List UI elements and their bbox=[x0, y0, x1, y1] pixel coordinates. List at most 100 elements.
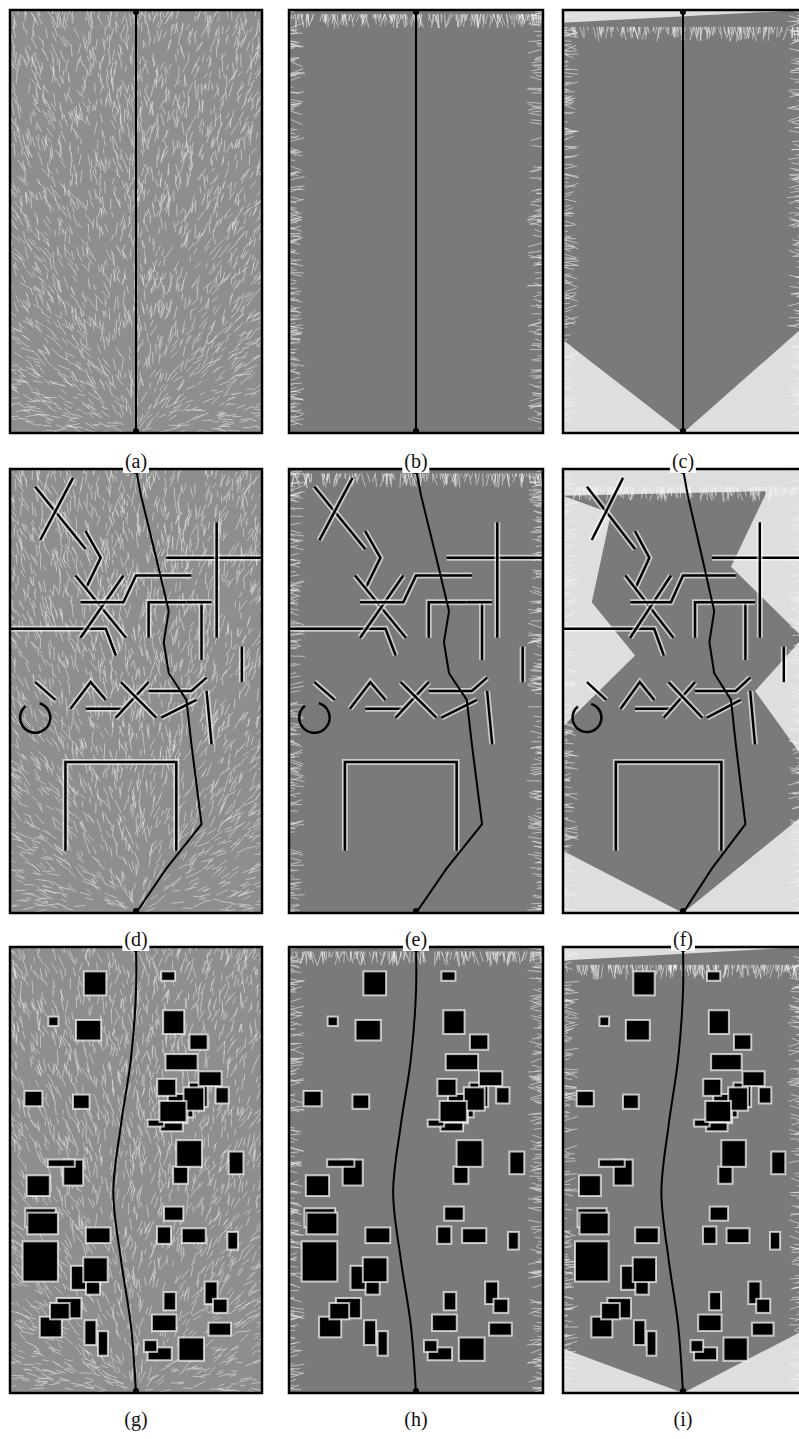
tree-branch bbox=[100, 98, 102, 105]
tree-branch bbox=[241, 122, 247, 135]
tree-branch bbox=[150, 282, 155, 292]
tree-branch bbox=[217, 192, 219, 199]
tree-branch bbox=[149, 382, 151, 389]
tree-branch bbox=[241, 253, 243, 259]
tree-branch bbox=[27, 128, 28, 140]
tree-branch bbox=[186, 106, 187, 118]
tree-branch bbox=[162, 106, 165, 114]
tree-branch bbox=[130, 383, 132, 395]
tree-branch bbox=[182, 143, 183, 156]
tree-branch bbox=[73, 319, 76, 325]
tree-branch bbox=[212, 255, 217, 260]
tree-branch bbox=[186, 385, 195, 389]
tree-branch bbox=[122, 405, 127, 410]
tree-branch bbox=[213, 421, 219, 423]
tree-branch bbox=[199, 127, 200, 132]
tree-branch bbox=[151, 122, 156, 131]
tree-branch bbox=[189, 165, 190, 176]
tree-branch bbox=[226, 145, 230, 153]
tree-branch bbox=[227, 65, 229, 71]
tree-branch bbox=[205, 10, 207, 21]
tree-branch bbox=[76, 301, 81, 309]
tree-branch bbox=[201, 83, 202, 95]
tree-branch bbox=[11, 87, 18, 98]
tree-branch bbox=[15, 52, 17, 62]
tree-branch bbox=[232, 63, 234, 74]
tree-branch bbox=[226, 26, 230, 33]
tree-branch bbox=[99, 196, 101, 203]
tree-branch bbox=[141, 180, 143, 193]
tree-branch bbox=[172, 339, 178, 347]
tree-branch bbox=[91, 317, 98, 328]
tree-branch bbox=[112, 177, 115, 184]
tree-branch bbox=[146, 304, 148, 311]
tree-branch bbox=[44, 345, 50, 353]
tree-branch bbox=[169, 415, 176, 420]
tree-branch bbox=[10, 368, 16, 374]
tree-branch bbox=[173, 139, 174, 153]
tree-branch bbox=[181, 216, 187, 224]
tree-branch bbox=[214, 239, 215, 245]
tree-branch bbox=[199, 317, 207, 328]
tree-branch bbox=[178, 423, 185, 424]
tree-branch bbox=[244, 218, 246, 224]
tree-branch bbox=[124, 219, 125, 229]
tree-branch bbox=[175, 116, 177, 127]
tree-branch bbox=[247, 295, 254, 306]
tree-branch bbox=[59, 223, 60, 235]
tree-branch bbox=[213, 203, 216, 215]
tree-branch bbox=[88, 262, 90, 270]
tree-branch bbox=[114, 327, 115, 338]
tree-branch bbox=[13, 379, 23, 380]
tree-branch bbox=[193, 414, 203, 419]
tree-branch bbox=[18, 127, 19, 140]
tree-branch bbox=[227, 243, 236, 252]
tree-branch bbox=[241, 149, 243, 161]
tree-branch bbox=[88, 105, 90, 113]
tree-branch bbox=[99, 187, 101, 195]
tree-branch bbox=[194, 33, 195, 43]
tree-branch bbox=[13, 50, 15, 55]
tree-branch bbox=[152, 352, 153, 363]
tree-branch bbox=[258, 22, 260, 32]
tree-branch bbox=[144, 42, 146, 47]
tree-branch bbox=[104, 140, 105, 146]
tree-branch bbox=[50, 258, 52, 270]
tree-branch bbox=[117, 266, 120, 273]
tree-branch bbox=[39, 247, 46, 255]
tree-branch bbox=[210, 109, 211, 115]
tree-branch bbox=[71, 288, 74, 294]
tree-branch bbox=[161, 300, 163, 307]
tree-branch bbox=[131, 83, 134, 90]
tree-branch bbox=[241, 17, 243, 30]
tree-branch bbox=[212, 137, 213, 148]
tree-branch bbox=[237, 278, 243, 288]
tree-branch bbox=[17, 369, 23, 374]
tree-branch bbox=[46, 326, 54, 332]
tree-branch bbox=[196, 64, 198, 71]
tree-branch bbox=[155, 303, 156, 309]
tree-branch bbox=[251, 413, 262, 414]
tree-branch bbox=[114, 186, 116, 191]
tree-branch bbox=[104, 362, 110, 368]
tree-branch bbox=[219, 69, 220, 79]
tree-branch bbox=[242, 98, 247, 110]
tree-branch bbox=[57, 280, 61, 292]
tree-branch bbox=[32, 243, 40, 251]
tree-branch bbox=[13, 18, 15, 29]
tree-branch bbox=[64, 403, 72, 408]
tree-branch bbox=[163, 273, 166, 280]
tree-branch bbox=[72, 276, 77, 282]
tree-branch bbox=[161, 62, 164, 70]
tree-branch bbox=[223, 73, 225, 78]
tree-branch bbox=[59, 36, 65, 47]
tree-branch bbox=[218, 327, 227, 335]
tree-branch bbox=[28, 84, 29, 93]
tree-branch bbox=[210, 152, 214, 161]
tree-branch bbox=[33, 103, 40, 111]
tree-branch bbox=[127, 123, 129, 135]
tree-branch bbox=[19, 404, 24, 406]
tree-branch bbox=[203, 398, 215, 403]
tree-branch bbox=[226, 379, 237, 387]
tree-branch bbox=[201, 154, 202, 159]
